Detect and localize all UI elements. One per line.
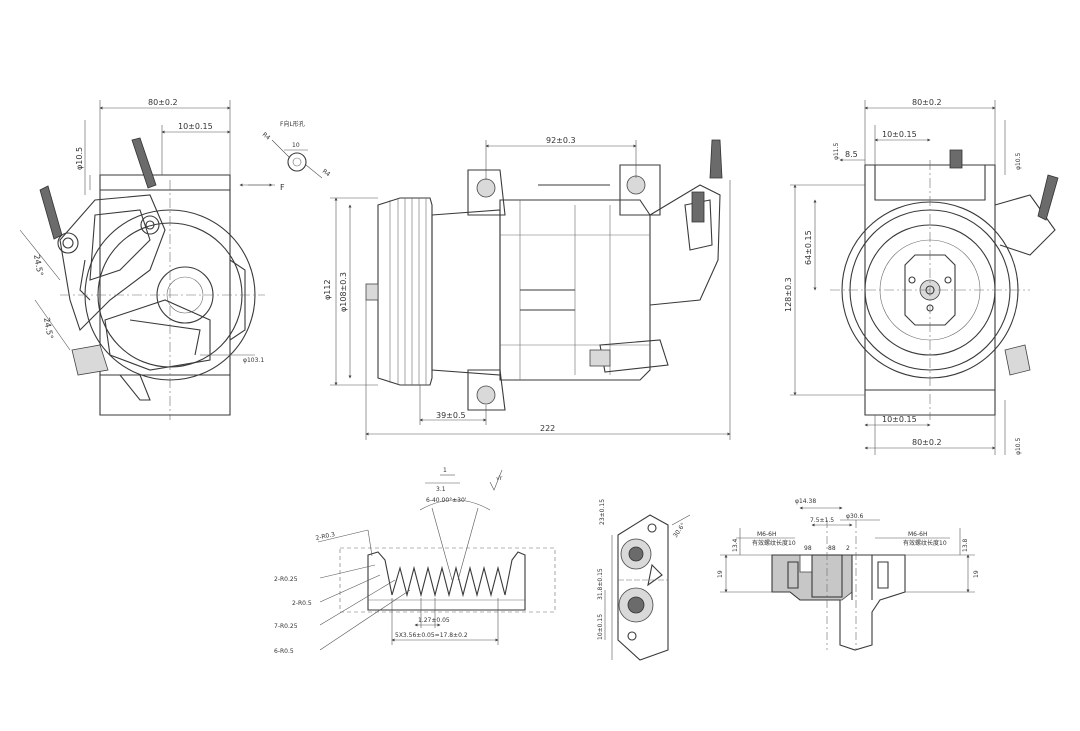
detail-f-title: F向L形孔	[280, 120, 305, 128]
section-height-left: 19	[717, 570, 724, 578]
detail-f-arrow-label: F	[280, 183, 285, 192]
section-detail	[720, 506, 975, 651]
section-small-c: 2	[846, 545, 850, 552]
left-view	[19, 100, 275, 420]
pulley-detail-labels: 1 3.1 √r 6-40.00°±30' 2-R0.3 2-R0.25 2-R…	[274, 467, 503, 655]
pulley-roughness: √r	[496, 475, 503, 482]
bracket-angle: 30.6°	[672, 522, 687, 539]
dim-right-height-total: 128±0.3	[784, 277, 793, 312]
pulley-ratio-top: 1	[443, 467, 447, 474]
right-view	[790, 100, 1059, 455]
pulley-total: 5X3.56±0.05=17.8±0.2	[395, 632, 468, 639]
dim-right-dia-right-bottom: φ10.5	[1015, 438, 1022, 456]
pulley-groove-angle: 6-40.00°±30'	[426, 497, 467, 504]
pulley-r4: 7-R0.25	[274, 623, 298, 630]
dim-center-top: 92±0.3	[546, 136, 576, 145]
section-spacing: 7.5±1.5	[810, 517, 834, 524]
dim-left-angle-2: 24.5°	[42, 317, 55, 340]
dim-center-dia-pulley: φ108±0.3	[339, 272, 348, 312]
section-dia-right: φ30.6	[846, 513, 864, 520]
dim-right-offset-bottom: 10±0.15	[882, 415, 917, 424]
right-view-labels: 80±0.2 10±0.15 8.5 φ11.5 φ10.5 64±0.15 1…	[784, 98, 1022, 455]
dim-center-overall: 222	[540, 424, 555, 433]
bracket-top: 23±0.15	[599, 499, 606, 525]
section-thread-right: M6-6H	[908, 531, 928, 538]
pulley-r2: 2-R0.25	[274, 576, 298, 583]
dim-left-dia-inner: φ103.1	[243, 357, 264, 364]
section-small-b: 88	[828, 545, 836, 552]
detail-f	[248, 139, 323, 187]
dim-right-dia-small: φ11.5	[833, 143, 840, 161]
section-thread-left-sub: 有效螺纹长度10	[752, 539, 796, 547]
dim-right-dia-right: φ10.5	[1015, 153, 1022, 171]
pulley-r3: 2-R0.5	[292, 600, 312, 607]
dim-left-angle-1: 24.5°	[32, 254, 45, 277]
center-view	[330, 139, 731, 440]
bracket-detail	[604, 514, 691, 661]
section-thread-left: M6-6H	[757, 531, 777, 538]
section-height-right: 19	[973, 570, 980, 578]
left-view-labels: 80±0.2 10±0.15 φ10.5 24.5° 24.5° φ103.1	[32, 98, 264, 364]
section-dia-top: φ14.38	[795, 498, 816, 505]
center-view-labels: 92±0.3 φ112 φ108±0.3 39±0.5 222	[323, 136, 576, 433]
dim-left-offset-top: 10±0.15	[178, 122, 213, 131]
pulley-r1: 2-R0.3	[315, 531, 336, 542]
detail-f-dim-a: R4	[261, 131, 272, 142]
pulley-ratio-bottom: 3.1	[436, 486, 446, 493]
dim-left-width-top: 80±0.2	[148, 98, 178, 107]
detail-f-labels: F向L形孔 R4 10 R4 F	[261, 120, 332, 192]
section-thread-right-sub: 有效螺纹长度10	[903, 539, 947, 547]
dim-center-dia-outer: φ112	[323, 279, 332, 300]
pulley-r5: 6-R0.5	[274, 648, 294, 655]
section-right-h: 13.8	[962, 538, 969, 552]
pulley-pitch: 1.27±0.05	[418, 617, 450, 624]
bracket-bottom: 10±0.15	[597, 614, 604, 640]
bracket-mid: 31.8±0.15	[597, 568, 604, 600]
section-detail-labels: φ14.38 7.5±1.5 φ30.6 M6-6H 有效螺纹长度10 M6-6…	[717, 498, 980, 578]
section-small-a: 98	[804, 545, 812, 552]
dim-right-height-mid: 64±0.15	[804, 230, 813, 265]
dim-center-bottom-small: 39±0.5	[436, 411, 466, 420]
section-left-h: 13.4	[732, 538, 739, 552]
detail-f-dim-c: R4	[321, 168, 332, 178]
detail-f-dim-b: 10	[292, 142, 300, 149]
pulley-detail	[317, 469, 556, 651]
dim-left-dia: φ10.5	[75, 147, 84, 170]
dim-right-width-bottom: 80±0.2	[912, 438, 942, 447]
dim-right-offset-top: 10±0.15	[882, 130, 917, 139]
dim-right-width-top: 80±0.2	[912, 98, 942, 107]
dim-right-small: 8.5	[845, 150, 858, 159]
